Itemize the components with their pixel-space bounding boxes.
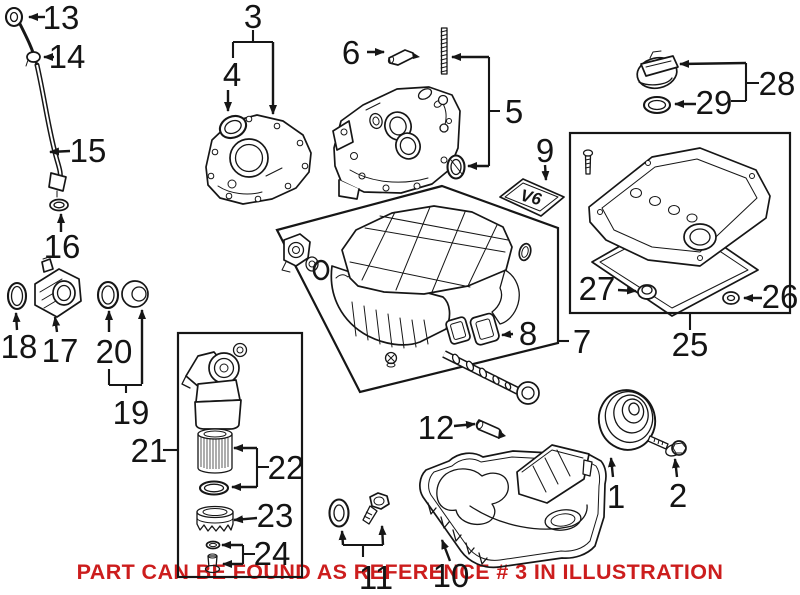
oil-cap-group bbox=[636, 50, 679, 115]
callout-24: 24 bbox=[254, 535, 291, 572]
callout-8: 8 bbox=[519, 315, 537, 352]
callout-2: 2 bbox=[669, 477, 687, 514]
callout-11: 11 bbox=[359, 559, 393, 595]
oil-filter-box bbox=[176, 331, 304, 579]
v6-emblem: V6 bbox=[499, 178, 565, 217]
v6-emblem-text: V6 bbox=[518, 186, 543, 210]
callout-12: 12 bbox=[418, 409, 455, 446]
valve-cover-box bbox=[568, 131, 792, 317]
callout-17: 17 bbox=[42, 332, 79, 369]
oil-pan-group bbox=[419, 444, 607, 569]
timing-cover-group bbox=[205, 114, 312, 205]
callout-29: 29 bbox=[696, 84, 733, 121]
manifold-gaskets bbox=[445, 312, 500, 346]
callout-21: 21 bbox=[131, 432, 168, 469]
intake-manifold-box bbox=[275, 184, 560, 405]
callout-25: 25 bbox=[672, 326, 709, 363]
leader-lines bbox=[12, 13, 762, 568]
pulley-bolt bbox=[647, 435, 687, 457]
callout-6: 6 bbox=[342, 34, 360, 71]
callout-28: 28 bbox=[759, 65, 796, 102]
callout-16: 16 bbox=[44, 228, 81, 265]
oil-cooler-assembly bbox=[6, 256, 82, 318]
timing-cover-seal bbox=[218, 114, 248, 140]
callout-9: 9 bbox=[536, 132, 554, 169]
callout-18: 18 bbox=[1, 328, 38, 365]
callout-14: 14 bbox=[49, 38, 86, 75]
callout-23: 23 bbox=[257, 497, 294, 534]
callout-5: 5 bbox=[505, 93, 523, 130]
pin-12 bbox=[475, 419, 506, 439]
callout-7: 7 bbox=[573, 323, 591, 360]
callout-19: 19 bbox=[113, 394, 150, 431]
seal-and-grommet bbox=[96, 280, 149, 310]
drain-plug-group bbox=[328, 492, 390, 528]
callout-1: 1 bbox=[607, 478, 625, 515]
callout-13: 13 bbox=[43, 0, 80, 36]
callout-4: 4 bbox=[223, 56, 241, 93]
callout-26: 26 bbox=[762, 278, 799, 315]
callout-20: 20 bbox=[96, 333, 133, 370]
callout-22: 22 bbox=[268, 449, 305, 486]
callout-3: 3 bbox=[244, 0, 262, 35]
callout-15: 15 bbox=[70, 132, 107, 169]
crank-pulley bbox=[597, 389, 657, 451]
callout-10: 10 bbox=[433, 557, 470, 594]
callout-27: 27 bbox=[579, 270, 616, 307]
reference-banner: PART CAN BE FOUND AS REFERENCE # 3 IN IL… bbox=[76, 560, 724, 584]
front-cover-group bbox=[332, 27, 466, 200]
dipstick-assembly bbox=[4, 6, 69, 212]
